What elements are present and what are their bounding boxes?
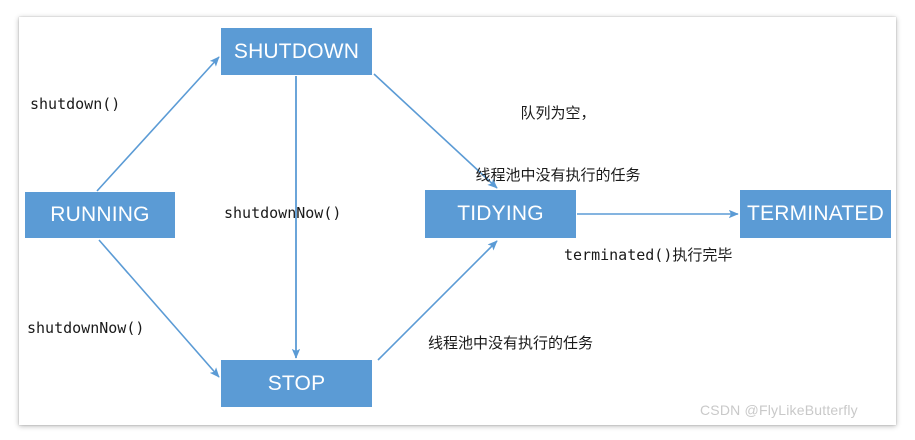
arrow-stop-to-tidying [377,240,498,361]
edge-label-queue-empty-no-tasks: 队列为空， 线程池中没有执行的任务 [443,62,673,228]
edge-label-queue-empty-line2: 线程池中没有执行的任务 [475,166,641,185]
state-box-terminated[interactable]: TERMINATED [740,190,891,238]
edge-label-shutdown-now-shutdown-stop: shutdownNow() [224,204,342,222]
edge-label-shutdown: shutdown() [30,95,121,113]
state-box-running[interactable]: RUNNING [25,192,175,238]
edge-label-no-tasks-running: 线程池中没有执行的任务 [428,334,594,352]
edge-label-queue-empty-line1: 队列为空， [520,104,596,123]
state-box-stop[interactable]: STOP [221,360,372,407]
state-label-shutdown: SHUTDOWN [233,39,360,63]
state-box-shutdown[interactable]: SHUTDOWN [221,28,372,75]
arrow-shutdown-to-tidying [373,73,498,189]
state-label-stop: STOP [267,371,326,395]
arrow-running-to-shutdown [96,56,220,192]
state-box-tidying[interactable]: TIDYING [425,190,576,238]
state-label-running: RUNNING [50,203,150,226]
state-label-tidying: TIDYING [457,202,544,225]
arrow-running-to-stop [98,239,220,378]
watermark-csdn: CSDN @FlyLikeButterfly [700,402,858,418]
state-label-terminated: TERMINATED [747,202,884,225]
edge-label-shutdown-now-running-stop: shutdownNow() [27,319,145,337]
edge-label-terminated-done: terminated()执行完毕 [564,246,733,264]
